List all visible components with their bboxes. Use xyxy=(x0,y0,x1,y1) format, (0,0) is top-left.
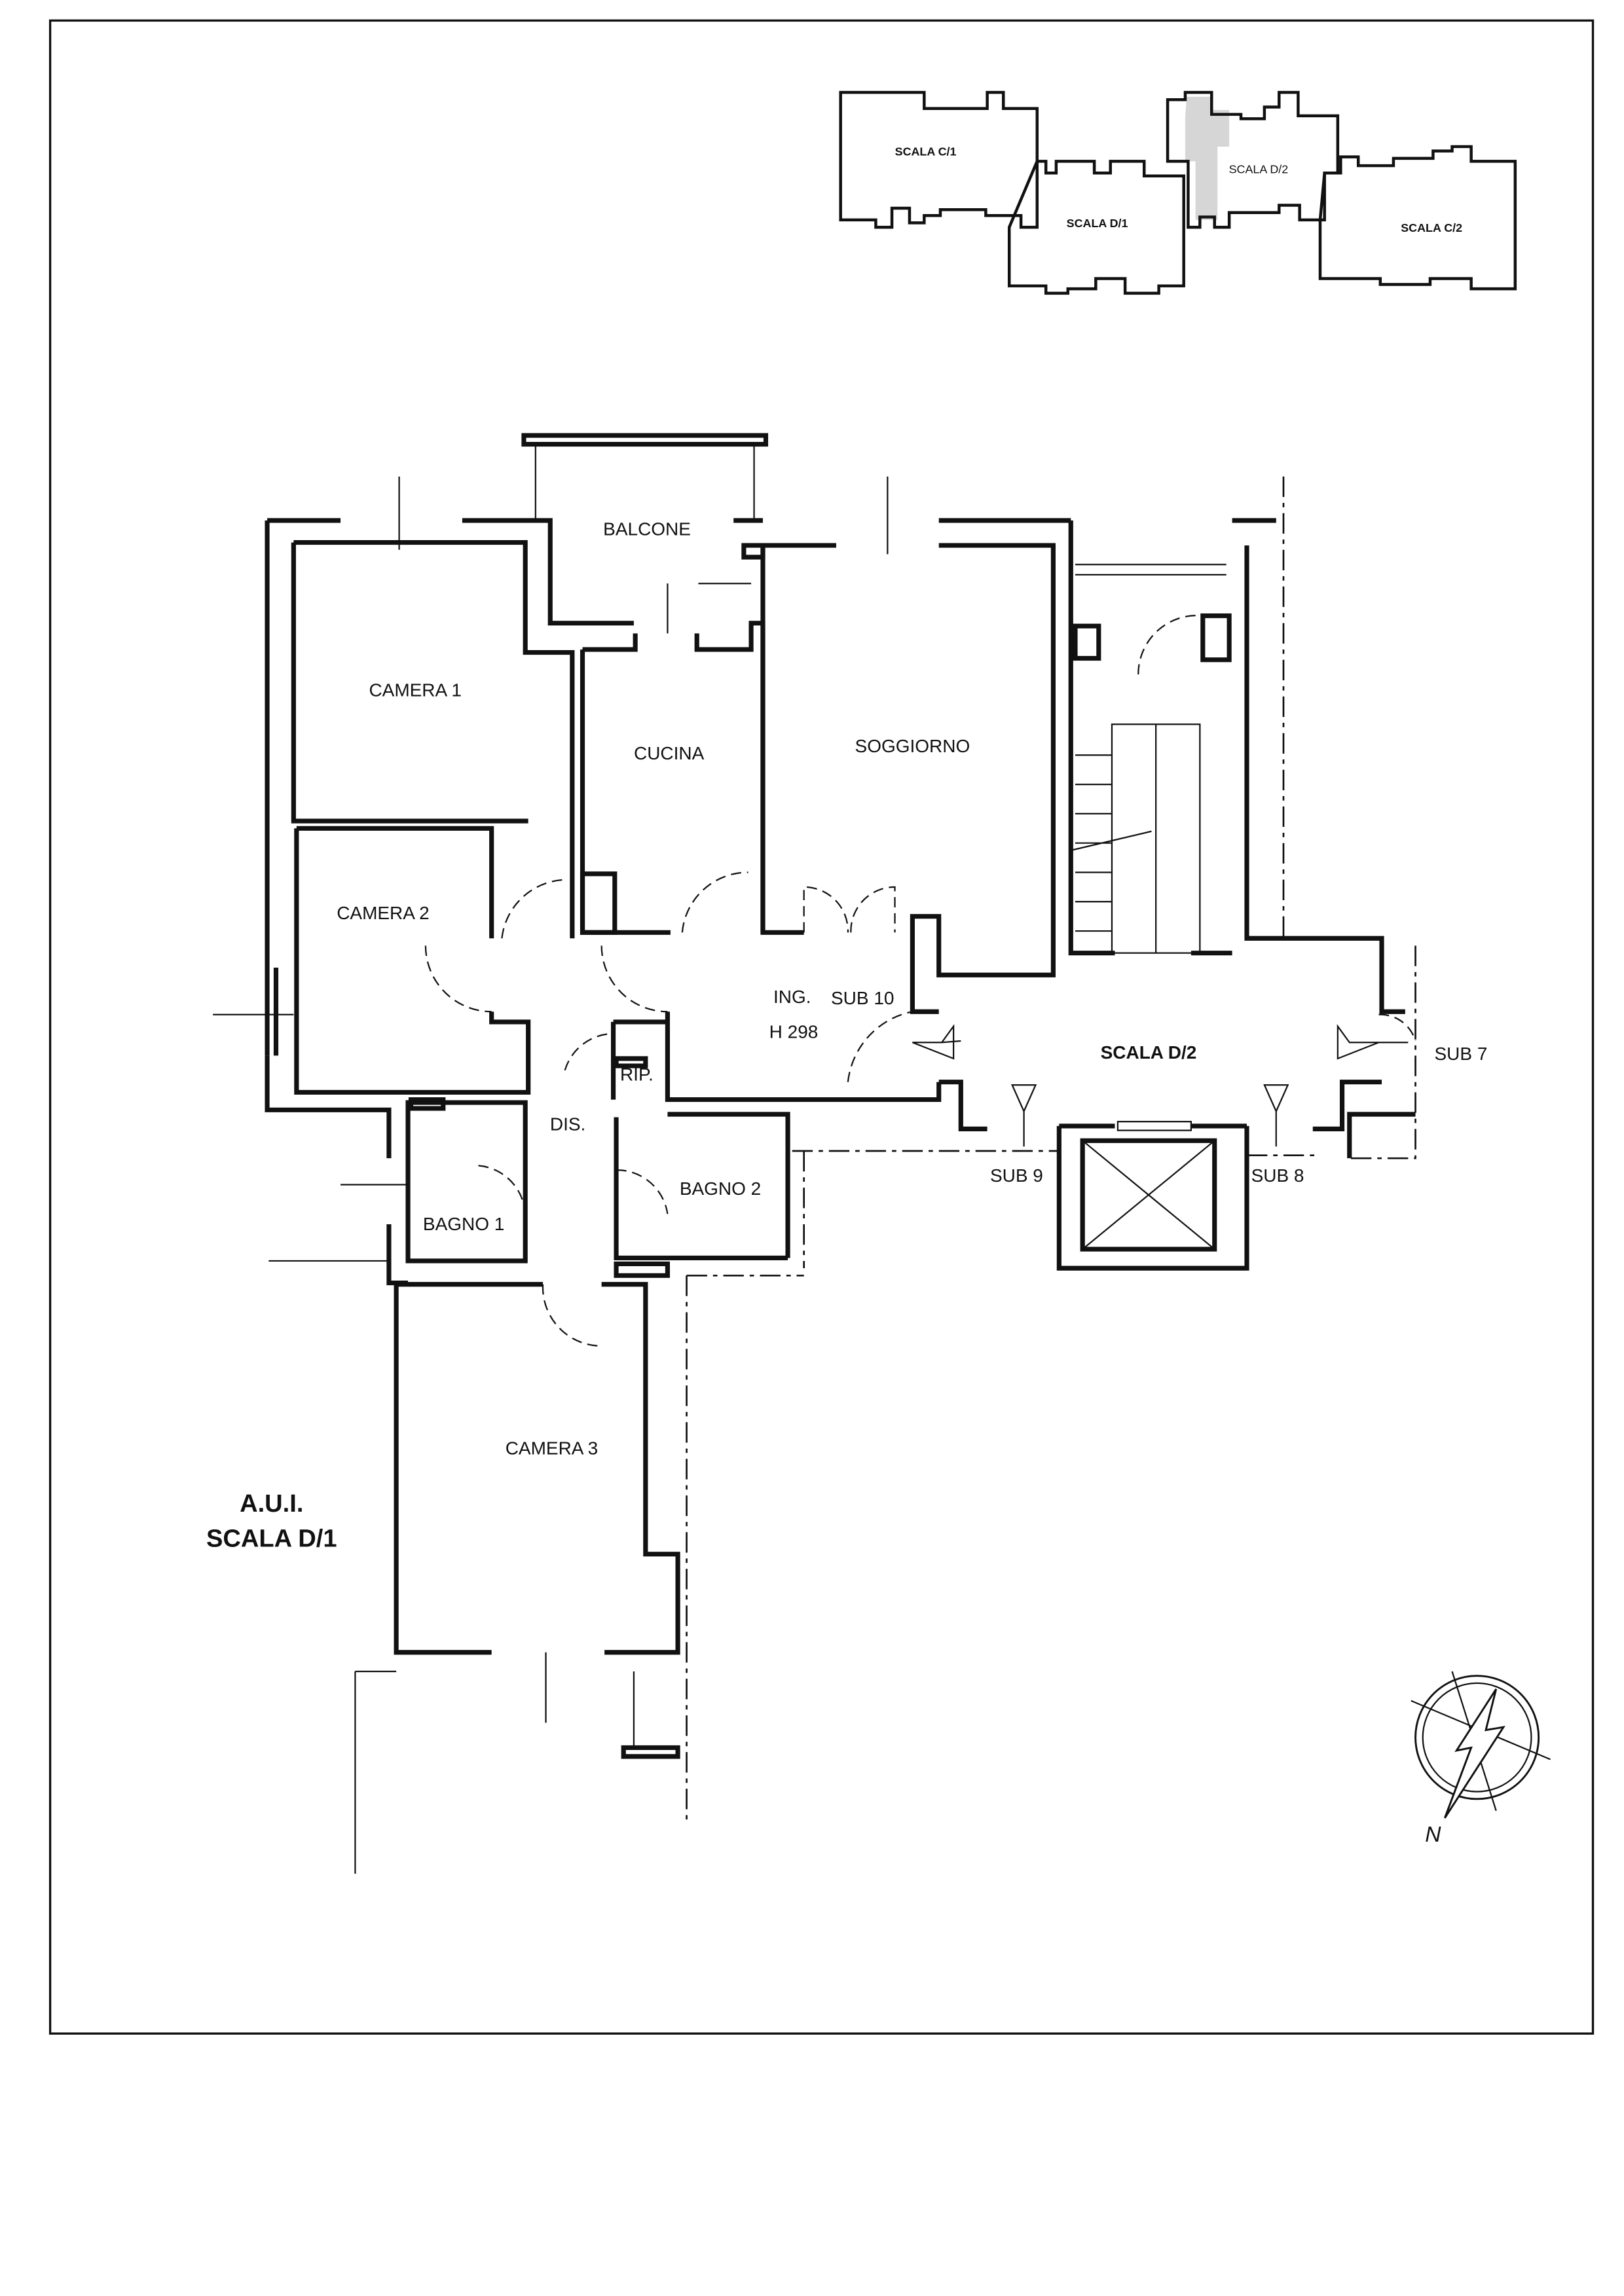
apartment-walls xyxy=(213,433,1416,1874)
label-ingresso: ING. xyxy=(773,987,811,1007)
sheet-frame xyxy=(48,19,1595,2035)
label-sub-9: SUB 9 xyxy=(990,1165,1043,1186)
label-dis: DIS. xyxy=(550,1114,585,1135)
label-bagno-2: BAGNO 2 xyxy=(680,1178,761,1199)
label-sub-8: SUB 8 xyxy=(1251,1165,1304,1186)
label-bagno-1: BAGNO 1 xyxy=(423,1214,504,1234)
key-block-c1 xyxy=(839,90,1039,229)
label-camera-1: CAMERA 1 xyxy=(369,680,462,701)
label-soggiorno: SOGGIORNO xyxy=(855,736,970,756)
key-block-d1 xyxy=(1007,160,1185,295)
key-plan: SCALA C/1 SCALA D/1 SCALA D/2 SCALA C/2 xyxy=(839,90,1517,295)
north-label: N xyxy=(1425,1823,1441,1847)
label-scala-d2: SCALA D/2 xyxy=(1101,1042,1197,1063)
key-label-d2: SCALA D/2 xyxy=(1229,162,1289,175)
room-labels: CAMERA 1 BALCONE CUCINA SOGGIORNO CAMERA… xyxy=(337,519,1487,1458)
key-label-c1: SCALA C/1 xyxy=(895,145,957,158)
title-line-1: A.U.I. xyxy=(240,1490,303,1518)
key-block-c2 xyxy=(1318,145,1517,291)
label-height: H 298 xyxy=(769,1022,819,1042)
key-highlight xyxy=(1185,96,1230,220)
label-camera-3: CAMERA 3 xyxy=(506,1438,599,1459)
label-camera-2: CAMERA 2 xyxy=(337,903,430,923)
label-balcone: BALCONE xyxy=(603,519,691,539)
north-arrow-icon: N xyxy=(1411,1671,1551,1847)
label-cucina: CUCINA xyxy=(634,743,705,763)
key-label-d1: SCALA D/1 xyxy=(1067,217,1128,230)
label-rip: RIP. xyxy=(620,1064,654,1084)
key-label-c2: SCALA C/2 xyxy=(1401,221,1462,234)
label-sub-10: SUB 10 xyxy=(831,988,894,1008)
title-line-2: SCALA D/1 xyxy=(206,1525,337,1553)
label-sub-7: SUB 7 xyxy=(1435,1044,1488,1064)
